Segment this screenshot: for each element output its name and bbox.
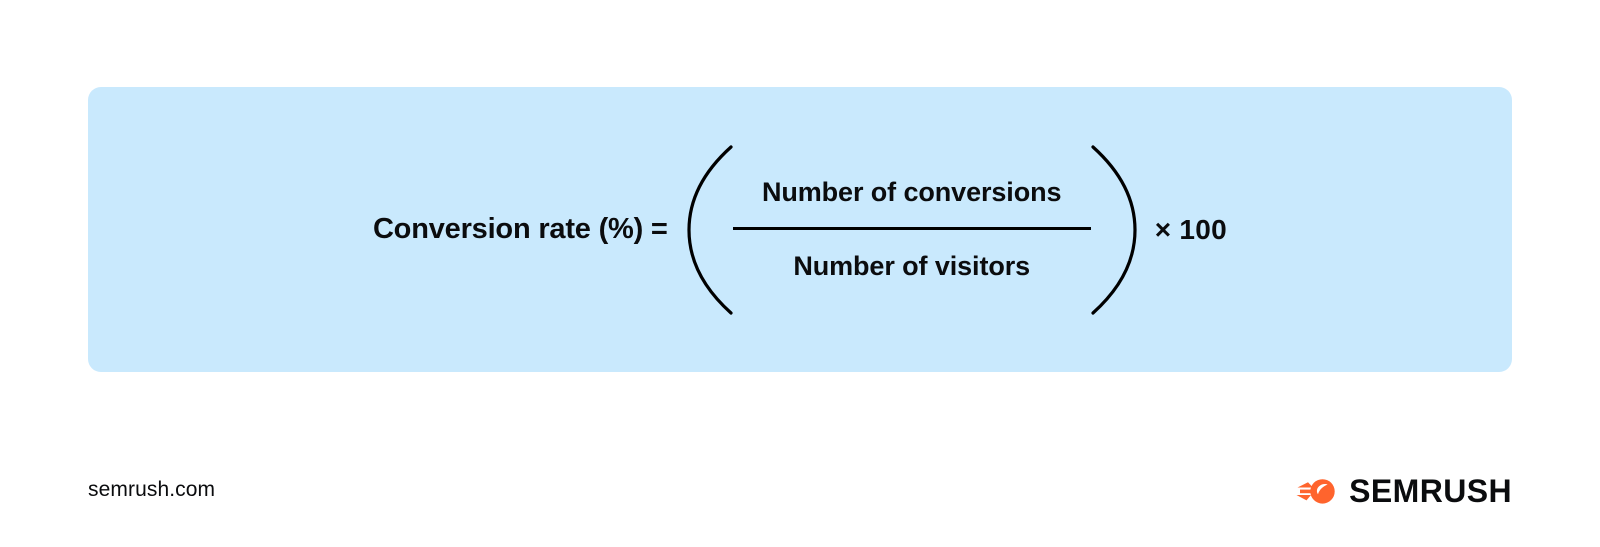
equation-multiplier: × 100 bbox=[1154, 213, 1228, 245]
parenthesized-fraction: Number of conversions Number of visitors bbox=[687, 144, 1137, 316]
semrush-wordmark: SEMRUSH bbox=[1349, 473, 1512, 509]
fraction-numerator: Number of conversions bbox=[761, 177, 1062, 208]
footer-domain-label: semrush.com bbox=[88, 478, 216, 501]
fraction-bar bbox=[732, 227, 1091, 230]
left-parenthesis-icon bbox=[687, 144, 737, 316]
equation-label: Conversion rate (%) = bbox=[372, 213, 668, 245]
formula-panel: Conversion rate (%) = Number of conversi… bbox=[88, 87, 1512, 372]
semrush-logo: SEMRUSH bbox=[1296, 472, 1512, 510]
right-parenthesis-icon bbox=[1087, 144, 1137, 316]
semrush-comet-icon bbox=[1296, 475, 1338, 508]
conversion-rate-equation: Conversion rate (%) = Number of conversi… bbox=[88, 87, 1512, 372]
fraction-denominator: Number of visitors bbox=[793, 250, 1031, 281]
fraction: Number of conversions Number of visitors bbox=[732, 177, 1091, 281]
